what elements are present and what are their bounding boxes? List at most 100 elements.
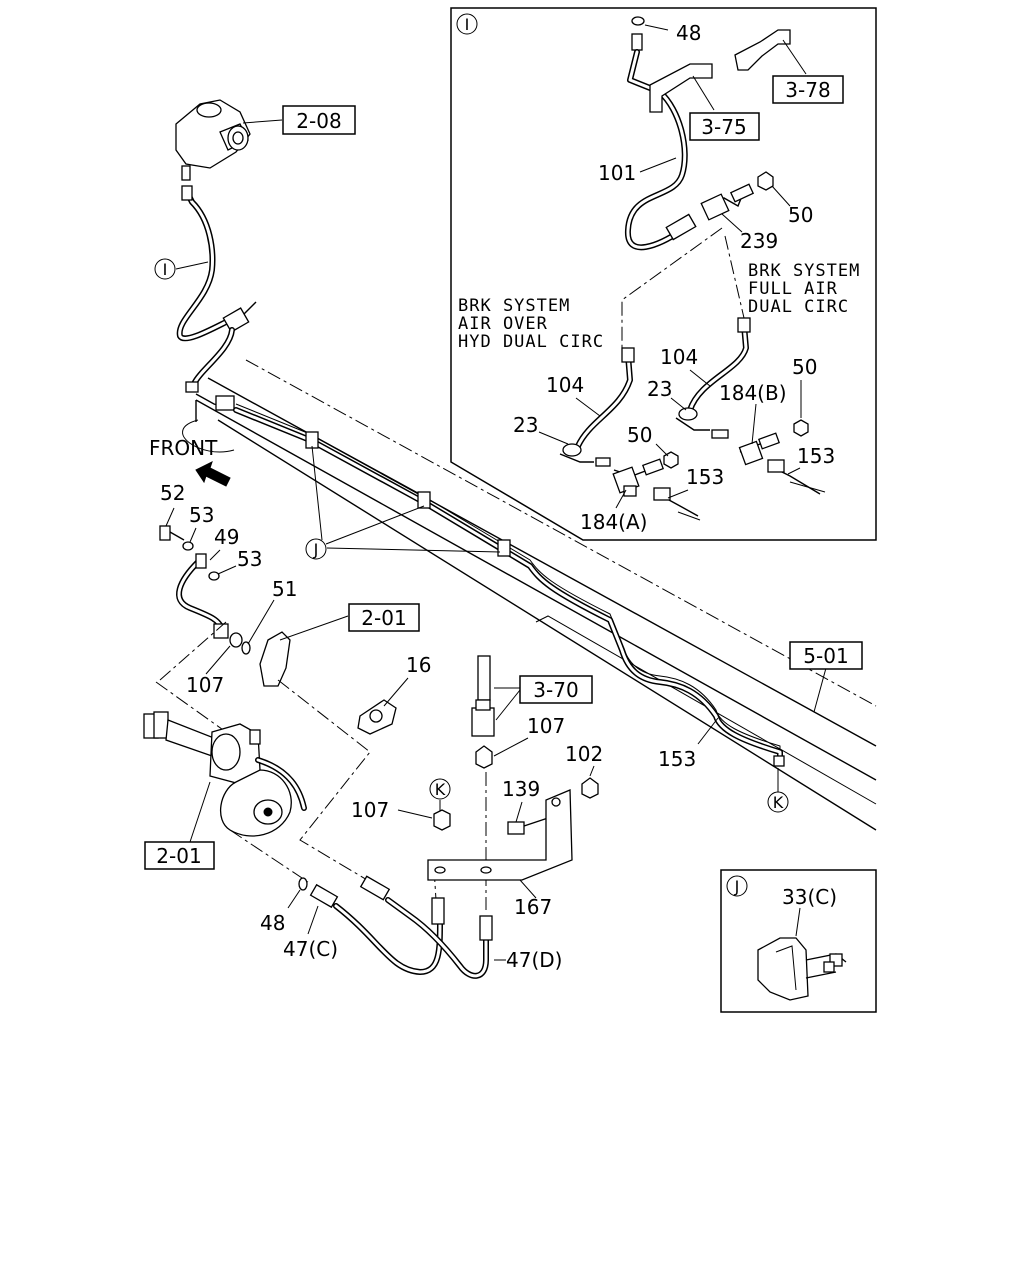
- ref-letter-i[interactable]: I: [163, 260, 168, 279]
- reservoir-cap: [196, 102, 222, 118]
- inset-i-frame: [450, 7, 877, 541]
- part-101: 101: [598, 161, 636, 185]
- bolt-139: [507, 821, 525, 835]
- tee-fitting-main: [222, 307, 250, 333]
- ref-circle-k-end[interactable]: [767, 791, 789, 813]
- pipe-lower-c: [333, 903, 443, 975]
- ref-2-08[interactable]: 2-08: [296, 109, 341, 133]
- ref-5-01[interactable]: 5-01: [803, 644, 848, 668]
- part-53-b: 53: [237, 547, 262, 571]
- ref-3-78[interactable]: 3-78: [785, 78, 830, 102]
- part-50-b: 50: [627, 423, 652, 447]
- bracket-167: [427, 789, 573, 881]
- fitting-3-70: [471, 707, 495, 737]
- ref-box-5-01[interactable]: [789, 641, 863, 670]
- nut-102: [581, 777, 599, 799]
- part-47d: 47(D): [506, 948, 562, 972]
- washer-23-right: [678, 407, 698, 421]
- ref-letter-k-end[interactable]: K: [773, 793, 784, 812]
- part-52: 52: [160, 481, 185, 505]
- master-cylinder: 2-08: [175, 99, 356, 181]
- washer-23-left: [562, 443, 582, 457]
- inset-i-panel: I 48 101 3-75 3-78 239 50: [450, 7, 877, 541]
- washer-48-inset: [631, 16, 645, 26]
- washer-48-bottom: [298, 877, 308, 891]
- union-fitting: [631, 33, 643, 51]
- part-50-c: 50: [792, 355, 817, 379]
- part-139: 139: [502, 777, 540, 801]
- part-51: 51: [272, 577, 297, 601]
- ref-2-01-lower[interactable]: 2-01: [156, 844, 201, 868]
- front-arrow-icon: [195, 461, 231, 487]
- part-184a: 184(A): [580, 510, 647, 534]
- inset-j-circle: [726, 875, 748, 897]
- part-153-main: 153: [658, 747, 696, 771]
- note-full-air-line1: BRK SYSTEM: [748, 261, 860, 281]
- fitting-47-left: [431, 897, 445, 925]
- ref-box-3-75[interactable]: [689, 112, 760, 141]
- part-47c: 47(C): [283, 937, 338, 961]
- part-23-right: 23: [647, 377, 672, 401]
- ref-circle-j[interactable]: [305, 538, 327, 560]
- part-48-bottom: 48: [260, 911, 285, 935]
- part-33c: 33(C): [782, 885, 837, 909]
- ref-box-3-70[interactable]: [519, 675, 593, 704]
- fitting-47d: [479, 915, 493, 941]
- note-air-over-line2: AIR OVER: [458, 314, 548, 334]
- bracket-3-75: [649, 63, 713, 113]
- part-49: 49: [214, 525, 239, 549]
- part-23-left: 23: [513, 413, 538, 437]
- clip-j-3: [497, 539, 511, 557]
- ref-box-3-78[interactable]: [772, 75, 844, 104]
- ref-letter-j[interactable]: J: [313, 540, 319, 559]
- part-16: 16: [406, 653, 431, 677]
- part-48-top: 48: [676, 21, 701, 45]
- tee-239: [700, 193, 730, 221]
- part-107-c: 107: [351, 798, 389, 822]
- part-53-a: 53: [189, 503, 214, 527]
- ref-3-70[interactable]: 3-70: [533, 678, 578, 702]
- bracket-3-78: [734, 29, 791, 71]
- note-air-over-line1: BRK SYSTEM: [458, 296, 570, 316]
- fitting-184b: [738, 440, 764, 466]
- part-102: 102: [565, 742, 603, 766]
- nut-50-top: [757, 171, 774, 191]
- stud-3-70: [477, 655, 491, 701]
- note-full-air-line2: FULL AIR: [748, 279, 838, 299]
- part-107-b: 107: [527, 714, 565, 738]
- part-153-b: 153: [797, 444, 835, 468]
- part-167: 167: [514, 895, 552, 919]
- inset-i-letter: I: [465, 15, 470, 34]
- part-107-a: 107: [186, 673, 224, 697]
- ref-3-75[interactable]: 3-75: [701, 115, 746, 139]
- ref-box-2-08[interactable]: [282, 105, 356, 135]
- part-184b: 184(B): [719, 381, 787, 405]
- clutch-booster-assembly: [143, 711, 307, 837]
- ref-letter-k-main[interactable]: K: [435, 780, 446, 799]
- inset-j-letter: J: [734, 877, 740, 896]
- ref-box-2-01-upper[interactable]: [348, 603, 420, 632]
- note-air-over-line3: HYD DUAL CIRC: [458, 332, 604, 352]
- front-label: FRONT: [149, 436, 218, 460]
- clip-j-1: [305, 431, 319, 449]
- ref-2-01-upper[interactable]: 2-01: [361, 606, 406, 630]
- ref-circle-k-main[interactable]: [429, 778, 451, 800]
- part-50-a: 50: [788, 203, 813, 227]
- ref-box-2-01-lower[interactable]: [144, 841, 215, 870]
- part-104-right: 104: [660, 345, 698, 369]
- ref-circle-i[interactable]: [154, 258, 176, 280]
- fitting-47c: [309, 883, 339, 909]
- nut-107-b: [475, 745, 493, 769]
- note-full-air-line3: DUAL CIRC: [748, 297, 849, 317]
- bolt-52: [159, 525, 171, 541]
- part-104-left: 104: [546, 373, 584, 397]
- part-239: 239: [740, 229, 778, 253]
- inset-i-circle: [456, 13, 478, 35]
- nut-50-c: [793, 419, 809, 437]
- part-153-a: 153: [686, 465, 724, 489]
- bracket-2-01: [259, 631, 291, 687]
- nut-107-c: [433, 809, 451, 831]
- fitting-239-body: [665, 213, 697, 241]
